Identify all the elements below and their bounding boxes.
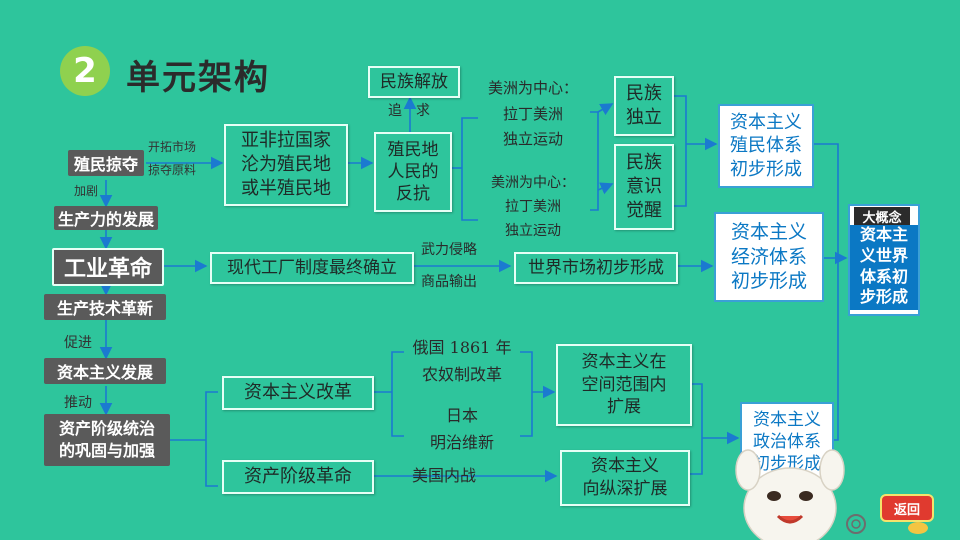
economic-system-line1: 资本主义 — [730, 220, 807, 243]
snail-icon — [846, 514, 866, 534]
national-liberation-box: 民族解放 — [368, 66, 460, 98]
back-button[interactable]: 返回 — [880, 494, 934, 522]
big-concept-box: 大概念 资本主 义世界 体系初 步形成 — [848, 204, 920, 316]
japan-line1: 日本 — [445, 406, 478, 425]
drive-label: 推动 — [64, 395, 92, 411]
section-number-badge: 2 — [60, 46, 110, 96]
japan-meiji-label: 日本 明治维新 — [404, 402, 520, 456]
americas-center-b-title: 美洲为中心： — [491, 175, 575, 191]
big-concept-line4: 步形成 — [859, 287, 908, 307]
big-concept-line2: 义世界 — [859, 245, 908, 265]
promote-label: 促进 — [64, 335, 92, 351]
colonial-system-line2: 殖民体系 — [730, 135, 802, 157]
big-concept-line1: 资本主 — [859, 225, 908, 244]
americas-center-a-title: 美洲为中心： — [487, 79, 578, 97]
colonial-resistance-box: 殖民地 人民的 反抗 — [374, 132, 452, 212]
depth-expansion-box: 资本主义 向纵深扩展 — [560, 450, 690, 506]
latin-a-line2: 独立运动 — [502, 130, 563, 148]
space-line3: 扩展 — [607, 397, 641, 418]
space-line2: 空间范围内 — [581, 374, 667, 395]
americas-center-b: 美洲为中心： 拉丁美洲 独立运动 — [472, 172, 594, 243]
asia-line1: 亚非拉国家 — [241, 129, 331, 151]
indep-line1: 民族 — [626, 82, 662, 104]
latin-a-line1: 拉丁美洲 — [502, 104, 563, 123]
national-awakening-box: 民族 意识 觉醒 — [614, 144, 674, 230]
aggravate-label: 加剧 — [74, 184, 99, 198]
productivity-box: 生产力的发展 — [54, 206, 158, 230]
force-line2: 商品输出 — [421, 274, 477, 291]
bourgeois-rule-line1: 资产阶级统治 — [58, 419, 155, 439]
colonial-plunder-box: 殖民掠夺 — [68, 150, 144, 176]
awake-line1: 民族 — [626, 151, 662, 173]
depth-line2: 向纵深扩展 — [582, 479, 668, 499]
japan-line2: 明治维新 — [429, 433, 494, 453]
economic-system-line2: 经济体系 — [730, 245, 807, 268]
resist-line2: 人民的 — [387, 161, 439, 182]
political-system-line1: 资本主义 — [753, 409, 821, 430]
latin-b-line2: 独立运动 — [505, 222, 561, 239]
asia-line2: 沦为殖民地 — [241, 153, 331, 175]
asia-line3: 或半殖民地 — [241, 178, 331, 200]
russia-reform-label: 俄国 1861 年 农奴制改革 — [404, 334, 520, 388]
force-label: 武力侵略 商品输出 — [412, 234, 486, 298]
market-label-line2: 掠夺原料 — [148, 162, 197, 177]
spatial-expansion-box: 资本主义在 空间范围内 扩展 — [556, 344, 692, 426]
market-label: 开拓市场 掠夺原料 — [148, 136, 196, 182]
depth-line1: 资本主义 — [591, 456, 659, 477]
economic-system-line3: 初步形成 — [730, 270, 807, 293]
force-line1: 武力侵略 — [421, 242, 477, 258]
russia-line1: 俄国 1861 年 — [412, 338, 512, 357]
colonial-system-line1: 资本主义 — [730, 111, 802, 133]
economic-system-box: 资本主义 经济体系 初步形成 — [714, 212, 824, 302]
indep-line2: 独立 — [626, 107, 662, 128]
resist-line3: 反抗 — [396, 184, 430, 205]
political-system-line2: 政治体系 — [753, 431, 821, 452]
capitalism-development-box: 资本主义发展 — [44, 358, 166, 384]
capitalist-reform-box: 资本主义改革 — [222, 376, 374, 410]
asia-colonies-box: 亚非拉国家 沦为殖民地 或半殖民地 — [224, 124, 348, 206]
colonial-system-line3: 初步形成 — [730, 158, 802, 180]
americas-center-a: 美洲为中心： 拉丁美洲 独立运动 — [472, 76, 594, 153]
bourgeois-rule-line2: 的巩固与加强 — [58, 441, 155, 460]
awake-line2: 意识 — [626, 175, 662, 197]
big-concept-text: 资本主 义世界 体系初 步形成 — [850, 225, 918, 311]
big-concept-label: 大概念 — [854, 207, 910, 226]
bourgeois-rule-box: 资产阶级统治 的巩固与加强 — [44, 414, 170, 466]
page-title: 单元架构 — [126, 58, 270, 98]
awake-line3: 觉醒 — [626, 200, 662, 222]
market-label-line1: 开拓市场 — [148, 140, 197, 154]
button-decoration-icon — [908, 522, 928, 534]
tech-revolution-box: 生产技术革新 — [44, 294, 166, 320]
colonial-system-box: 资本主义 殖民体系 初步形成 — [718, 104, 814, 188]
space-line1: 资本主义在 — [581, 351, 667, 372]
usa-civil-war-label: 美国内战 — [412, 466, 477, 485]
industrial-revolution-box: 工业革命 — [52, 248, 164, 286]
resist-line1: 殖民地 — [387, 139, 439, 160]
latin-b-line1: 拉丁美洲 — [505, 198, 561, 215]
national-independence-box: 民族 独立 — [614, 76, 674, 136]
russia-line2: 农奴制改革 — [421, 365, 502, 385]
bourgeois-revolution-box: 资产阶级革命 — [222, 460, 374, 494]
world-market-box: 世界市场初步形成 — [514, 252, 678, 284]
pursue-label: 追 求 — [388, 103, 430, 119]
factory-system-box: 现代工厂制度最终确立 — [210, 252, 414, 284]
big-concept-line3: 体系初 — [859, 266, 908, 286]
